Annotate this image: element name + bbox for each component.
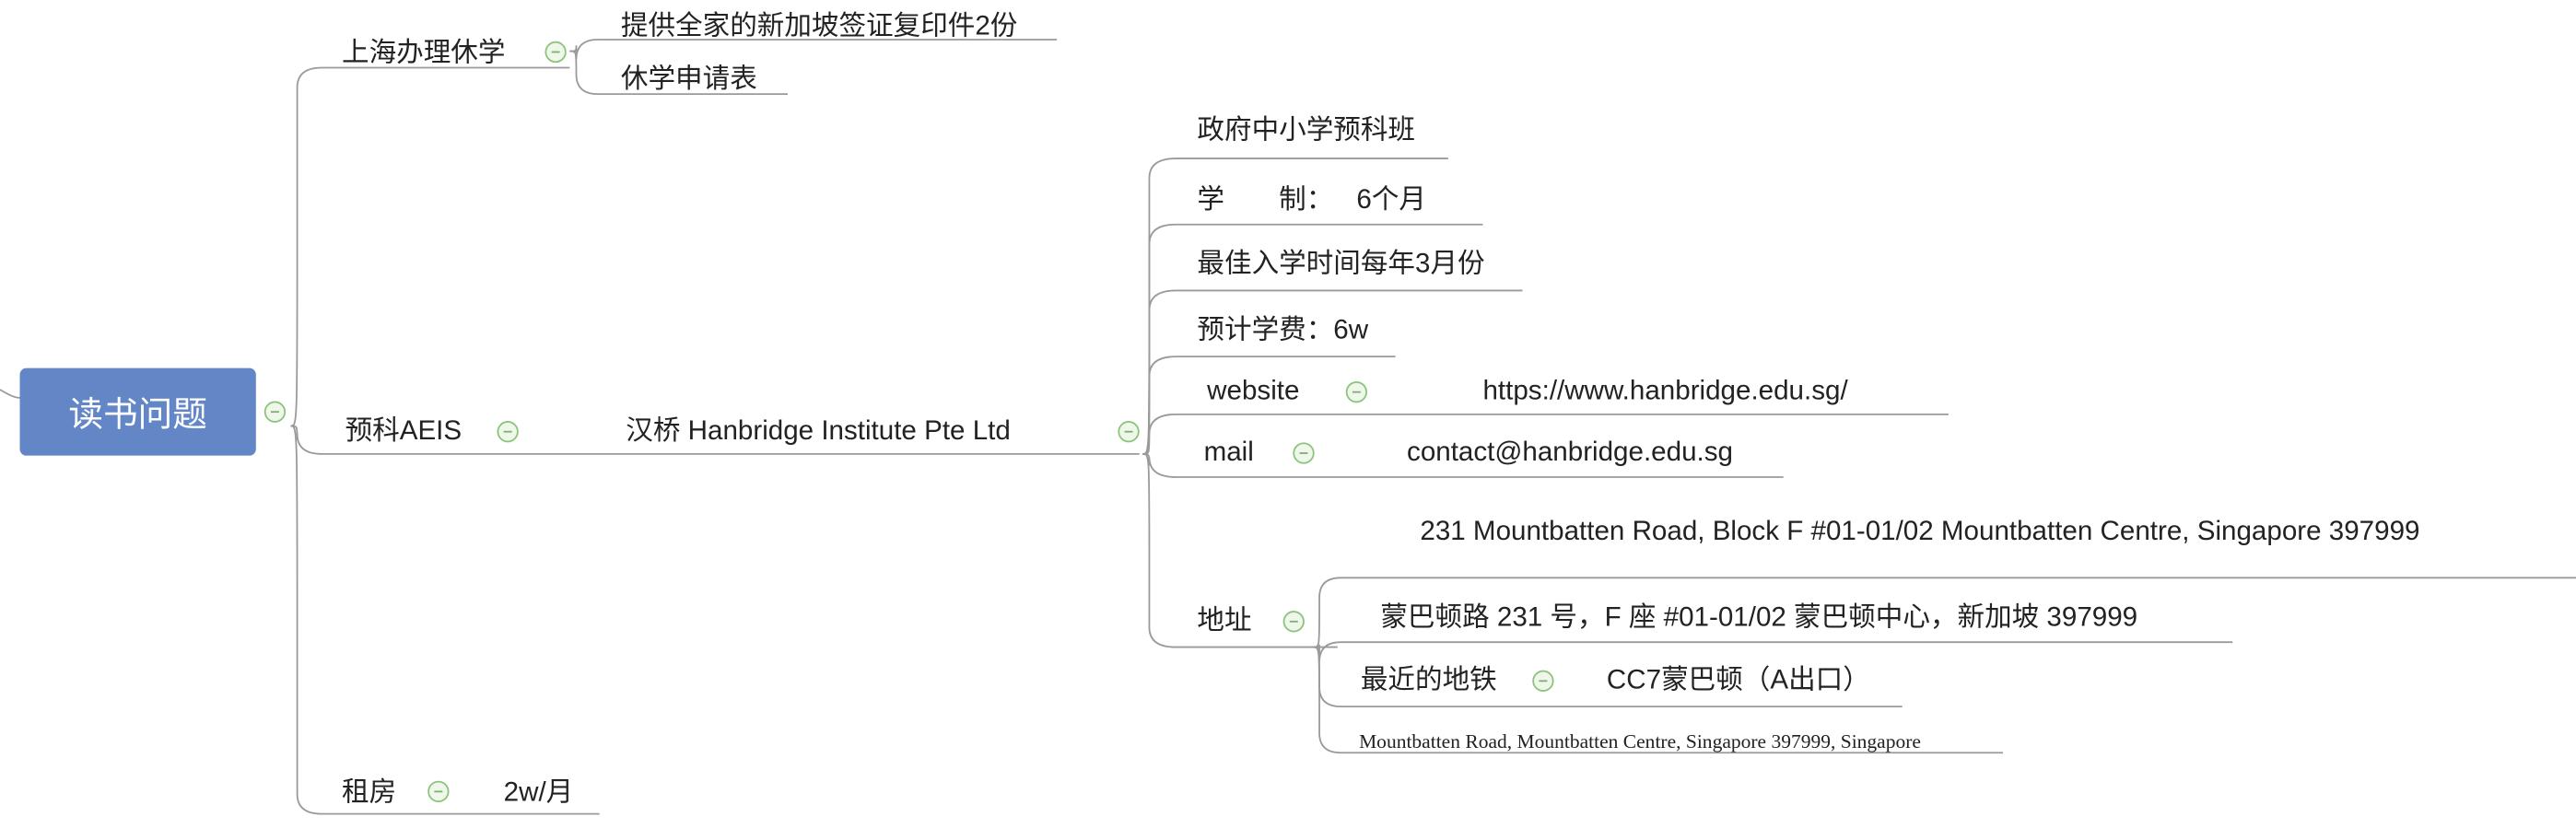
duration-label: 学 制： <box>1197 184 1334 215</box>
topic-rent[interactable]: 租房 <box>342 777 397 808</box>
connector <box>1312 577 2576 648</box>
collapse-icon[interactable] <box>1532 670 1554 692</box>
topic-metro[interactable]: 最近的地铁 <box>1360 665 1497 695</box>
topic-shanghai[interactable]: 上海办理休学 <box>342 38 506 68</box>
connector <box>569 50 788 96</box>
website-link[interactable]: https://www.hanbridge.edu.sg/ <box>1482 376 1848 406</box>
connector <box>1142 452 1784 478</box>
topic-leave-form[interactable]: 休学申请表 <box>620 64 757 95</box>
topic-map-address[interactable]: Mountbatten Road, Mountbatten Centre, Si… <box>1359 729 1921 753</box>
topic-address-en[interactable]: 231 Mountbatten Road, Block F #01-01/02 … <box>1420 516 2420 547</box>
connector <box>290 425 1140 455</box>
connector <box>1142 452 1338 648</box>
connector <box>290 66 570 427</box>
connector <box>1312 646 2004 754</box>
root-topic[interactable]: 读书问题 <box>19 368 256 456</box>
topic-metro-value[interactable]: CC7蒙巴顿（A出口） <box>1606 665 1870 695</box>
topic-mail[interactable]: mail <box>1203 437 1254 468</box>
duration-value: 6个月 <box>1356 184 1426 215</box>
topic-aeis[interactable]: 预科AEIS <box>345 415 463 446</box>
topic-rent-value[interactable]: 2w/月 <box>503 777 574 808</box>
topic-duration[interactable]: 学 制： 6个月 <box>1197 183 1426 216</box>
topic-address-cn[interactable]: 蒙巴顿路 231 号，F 座 #01-01/02 蒙巴顿中心，新加坡 39799… <box>1380 602 2138 633</box>
root-stub-line <box>0 389 20 399</box>
collapse-icon[interactable] <box>263 401 287 423</box>
topic-address[interactable]: 地址 <box>1197 605 1252 636</box>
topic-program[interactable]: 政府中小学预科班 <box>1197 115 1416 146</box>
connector <box>290 425 600 815</box>
topic-website[interactable]: website <box>1207 376 1300 406</box>
mail-link[interactable]: contact@hanbridge.edu.sg <box>1407 437 1733 468</box>
collapse-icon[interactable] <box>1282 611 1305 633</box>
collapse-icon[interactable] <box>1118 421 1140 443</box>
collapse-icon[interactable] <box>544 41 567 64</box>
collapse-icon[interactable] <box>1345 381 1368 403</box>
topic-best-time[interactable]: 最佳入学时间每年3月份 <box>1197 249 1485 279</box>
collapse-icon[interactable] <box>497 421 519 443</box>
collapse-icon[interactable] <box>1293 442 1315 464</box>
topic-school[interactable]: 汉桥 Hanbridge Institute Pte Ltd <box>626 415 1011 446</box>
connector <box>1142 413 1949 455</box>
topic-fee[interactable]: 预计学费：6w <box>1197 315 1369 345</box>
collapse-icon[interactable] <box>427 780 450 803</box>
root-topic-label: 读书问题 <box>68 395 207 434</box>
topic-visa-copies[interactable]: 提供全家的新加坡签证复印件2份 <box>620 11 1018 41</box>
connector <box>1312 641 2233 662</box>
